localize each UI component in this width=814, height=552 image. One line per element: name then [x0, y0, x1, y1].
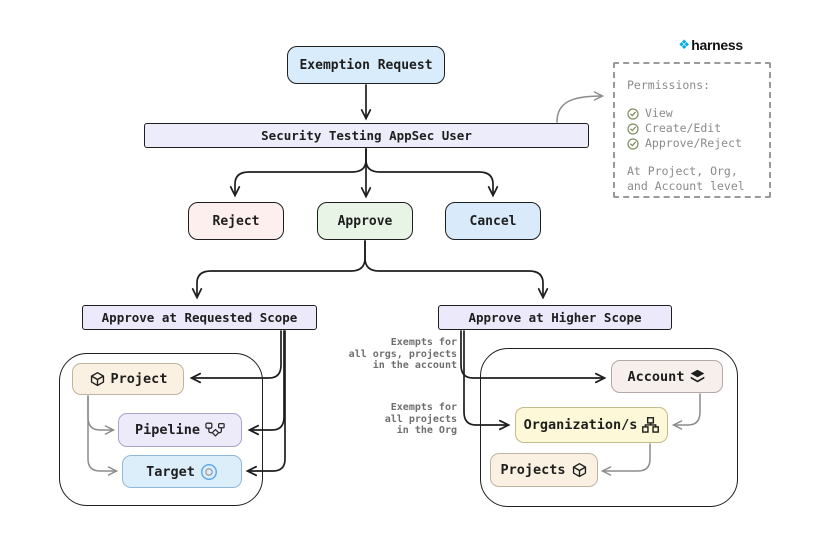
- node-account: Account: [611, 360, 723, 393]
- node-target: Target: [122, 455, 242, 488]
- node-requested-scope: Approve at Requested Scope: [82, 305, 317, 330]
- layers-icon: [689, 368, 706, 385]
- pipeline-icon: [205, 422, 225, 438]
- node-label: Pipeline: [134, 422, 201, 438]
- cube-icon: [89, 371, 106, 388]
- node-approve: Approve: [317, 202, 413, 240]
- annotation-exempts-account: Exempts for all orgs, projects in the ac…: [348, 337, 457, 371]
- annotation-exempts-org: Exempts for all projects in the Org: [384, 402, 457, 436]
- permissions-scope-note: At Project, Org, and Account level: [627, 164, 745, 193]
- check-circle-icon: [627, 137, 639, 150]
- node-reject: Reject: [188, 202, 284, 240]
- node-label: Approve: [337, 213, 393, 229]
- node-label: Organization/s: [523, 417, 638, 433]
- permission-item: Approve/Reject: [627, 136, 769, 151]
- node-label: Security Testing AppSec User: [261, 128, 472, 143]
- node-label: Exemption Request: [299, 57, 433, 73]
- node-project: Project: [72, 363, 184, 395]
- permission-item: View: [627, 106, 769, 121]
- node-higher-scope: Approve at Higher Scope: [438, 305, 672, 330]
- higher-scope-group: [480, 348, 738, 507]
- harness-logo-text: harness: [691, 36, 743, 53]
- cube-icon: [571, 462, 588, 479]
- arrow-appsec-to-reject: [229, 148, 367, 198]
- check-circle-icon: [627, 107, 639, 120]
- arrow-appsec-to-permissions: [556, 91, 605, 123]
- node-label: Project: [110, 371, 168, 387]
- harness-logo: ❖ harness: [679, 36, 743, 53]
- check-circle-icon: [627, 122, 639, 135]
- arrow-appsec-to-cancel: [365, 148, 499, 198]
- permission-item: Create/Edit: [627, 121, 769, 136]
- node-organizations: Organization/s: [515, 407, 668, 443]
- node-label: Reject: [212, 213, 260, 229]
- node-pipeline: Pipeline: [118, 413, 242, 447]
- node-cancel: Cancel: [445, 202, 541, 240]
- permissions-panel: Permissions: View Create/Edit Approve/Re…: [613, 62, 771, 198]
- node-label: Approve at Higher Scope: [468, 310, 642, 325]
- arrow-approve-to-requested-scope: [191, 240, 366, 300]
- node-label: Account: [627, 368, 685, 385]
- node-label: Target: [146, 463, 195, 480]
- node-label: Projects: [500, 462, 566, 478]
- arrow-approve-to-higher-scope: [364, 240, 549, 300]
- permissions-title: Permissions:: [627, 78, 711, 92]
- sitemap-icon: [642, 417, 660, 433]
- node-appsec-user: Security Testing AppSec User: [144, 123, 589, 148]
- node-label: Cancel: [469, 213, 517, 229]
- harness-logo-icon: ❖: [679, 34, 690, 54]
- target-icon: [200, 463, 218, 481]
- node-projects: Projects: [490, 453, 598, 487]
- node-label: Approve at Requested Scope: [101, 310, 298, 325]
- node-exemption-request: Exemption Request: [287, 46, 445, 84]
